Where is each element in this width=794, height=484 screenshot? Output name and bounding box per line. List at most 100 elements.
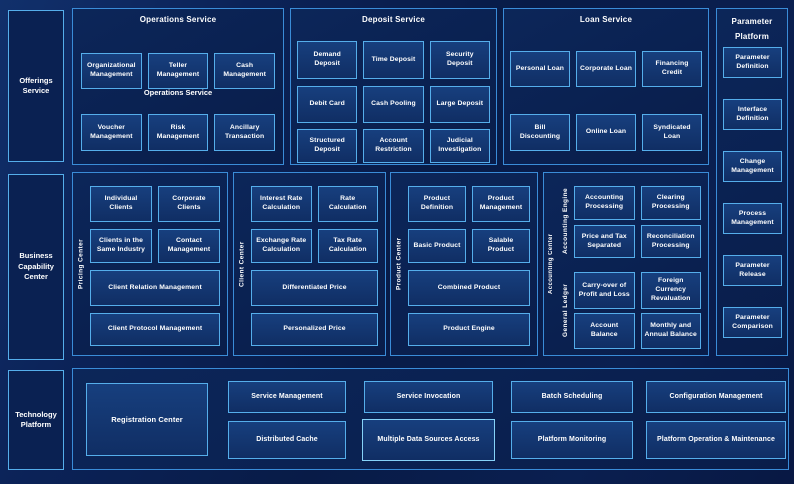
panel-accounting-center: Accounting Center Accounting Engine Gene… [543, 172, 709, 356]
product-center-label: Product Center [395, 237, 403, 291]
pricing-center-label: Pricing Center [77, 238, 85, 290]
box-multiple-data-sources-access: Multiple Data Sources Access [362, 419, 495, 461]
client-row-2: Exchange Rate Calculation Tax Rate Calcu… [251, 229, 378, 263]
box-distributed-cache: Distributed Cache [228, 421, 346, 459]
client-row-1: Interest Rate Calculation Rate Calculati… [251, 186, 378, 222]
loan-row-2: Bill Discounting Online Loan Syndicated … [510, 114, 702, 151]
box-carry-over-profit-loss: Carry-over of Profit and Loss [574, 272, 635, 309]
box-platform-operation-maintenance: Platform Operation & Maintenance [646, 421, 786, 459]
accounting-engine-label: Accounting Engine [562, 187, 569, 255]
rail-offerings-service: Offerings Service [8, 10, 64, 162]
panel-loan-service: Loan Service Personal Loan Corporate Loa… [503, 8, 709, 165]
pricing-row-4: Client Protocol Management [90, 313, 220, 346]
box-price-and-tax-separated: Price and Tax Separated [574, 225, 635, 258]
box-change-management: Change Management [723, 151, 782, 182]
box-interest-rate-calculation: Interest Rate Calculation [251, 186, 312, 222]
box-differentiated-price: Differentiated Price [251, 270, 378, 306]
panel-product-center: Product Center Product Definition Produc… [390, 172, 538, 356]
box-clearing-processing: Clearing Processing [640, 186, 701, 220]
box-batch-scheduling: Batch Scheduling [511, 381, 633, 413]
box-teller-management: Teller Management [147, 53, 209, 89]
box-contact-management: Contact Management [158, 229, 220, 263]
box-product-engine: Product Engine [408, 313, 530, 346]
pricing-row-1: Individual Clients Corporate Clients [90, 186, 220, 222]
box-basic-product: Basic Product [408, 229, 466, 263]
box-client-relation-management: Client Relation Management [90, 270, 220, 306]
box-debit-card: Debit Card [297, 86, 358, 123]
general-ledger-label: General Ledger [562, 283, 569, 337]
operations-title: Operations Service [139, 15, 217, 24]
panel-operations-service: Operations Service Organizational Manage… [72, 8, 284, 165]
deposit-row-1: Demand Deposit Time Deposit Security Dep… [297, 41, 490, 79]
parameter-items: Parameter Definition Interface Definitio… [723, 47, 782, 338]
box-service-management: Service Management [228, 381, 346, 413]
box-monthly-annual-balance: Monthly and Annual Balance [640, 313, 701, 349]
deposit-title: Deposit Service [361, 15, 426, 24]
box-interface-definition: Interface Definition [723, 99, 782, 130]
accounting-row-4: Account Balance Monthly and Annual Balan… [574, 313, 701, 349]
box-structured-deposit: Structured Deposit [297, 129, 358, 163]
box-reconciliation-processing: Reconciliation Processing [640, 225, 701, 258]
box-organizational-management: Organizational Management [81, 53, 142, 89]
box-product-management: Product Management [472, 186, 530, 222]
accounting-row-2: Price and Tax Separated Reconciliation P… [574, 225, 701, 258]
accounting-center-label: Accounting Center [548, 233, 554, 295]
product-row-2: Basic Product Salable Product [408, 229, 530, 263]
box-exchange-rate-calculation: Exchange Rate Calculation [251, 229, 312, 263]
pricing-row-3: Client Relation Management [90, 270, 220, 306]
panel-deposit-service: Deposit Service Demand Deposit Time Depo… [290, 8, 497, 165]
box-account-restriction: Account Restriction [363, 129, 424, 163]
box-account-balance: Account Balance [574, 313, 635, 349]
panel-technology-platform: Registration Center Service Management D… [72, 368, 789, 470]
rail-technology-platform: Technology Platform [8, 370, 64, 470]
product-row-1: Product Definition Product Management [408, 186, 530, 222]
box-clients-same-industry: Clients in the Same Industry [90, 229, 152, 263]
rail-business-capability-center: Business Capability Center [8, 174, 64, 360]
box-risk-management: Risk Management [147, 114, 209, 151]
box-configuration-management: Configuration Management [646, 381, 786, 413]
client-row-4: Personalized Price [251, 313, 378, 346]
box-personal-loan: Personal Loan [510, 51, 570, 87]
operations-row-1: Organizational Management Teller Managem… [81, 53, 276, 89]
accounting-row-3: Carry-over of Profit and Loss Foreign Cu… [574, 272, 701, 309]
deposit-row-2: Debit Card Cash Pooling Large Deposit [297, 86, 490, 123]
box-individual-clients: Individual Clients [90, 186, 152, 222]
box-financing-credit: Financing Credit [642, 51, 702, 87]
box-large-deposit: Large Deposit [429, 86, 490, 123]
box-product-definition: Product Definition [408, 186, 466, 222]
box-service-invocation: Service Invocation [364, 381, 493, 413]
operations-row-2: Voucher Management Risk Management Ancil… [81, 114, 276, 151]
box-parameter-definition: Parameter Definition [723, 47, 782, 78]
box-personalized-price: Personalized Price [251, 313, 378, 346]
accounting-row-1: Accounting Processing Clearing Processin… [574, 186, 701, 220]
box-parameter-comparison: Parameter Comparison [723, 307, 782, 338]
box-combined-product: Combined Product [408, 270, 530, 306]
box-tax-rate-calculation: Tax Rate Calculation [317, 229, 378, 263]
box-bill-discounting: Bill Discounting [510, 114, 570, 151]
panel-parameter-platform: Parameter Platform Parameter Definition … [716, 8, 788, 356]
box-time-deposit: Time Deposit [363, 41, 424, 79]
loan-title: Loan Service [579, 15, 633, 24]
client-center-label: Client Center [238, 241, 246, 287]
box-syndicated-loan: Syndicated Loan [642, 114, 702, 151]
box-salable-product: Salable Product [472, 229, 530, 263]
box-judicial-investigation: Judicial Investigation [429, 129, 490, 163]
box-process-management: Process Management [723, 203, 782, 234]
box-online-loan: Online Loan [576, 114, 636, 151]
box-ancillary-transaction: Ancillary Transaction [214, 114, 276, 151]
panel-pricing-center: Pricing Center Individual Clients Corpor… [72, 172, 228, 356]
box-cash-pooling: Cash Pooling [363, 86, 424, 123]
box-cash-management: Cash Management [214, 53, 276, 89]
operations-subtitle: Operations Service [143, 88, 213, 97]
box-platform-monitoring: Platform Monitoring [511, 421, 633, 459]
panel-client-center: Client Center Interest Rate Calculation … [233, 172, 386, 356]
box-voucher-management: Voucher Management [81, 114, 142, 151]
box-security-deposit: Security Deposit [429, 41, 490, 79]
product-row-3: Combined Product [408, 270, 530, 306]
box-corporate-clients: Corporate Clients [158, 186, 220, 222]
loan-row-1: Personal Loan Corporate Loan Financing C… [510, 51, 702, 87]
box-client-protocol-management: Client Protocol Management [90, 313, 220, 346]
box-parameter-release: Parameter Release [723, 255, 782, 286]
pricing-row-2: Clients in the Same Industry Contact Man… [90, 229, 220, 263]
box-rate-calculation: Rate Calculation [317, 186, 378, 222]
